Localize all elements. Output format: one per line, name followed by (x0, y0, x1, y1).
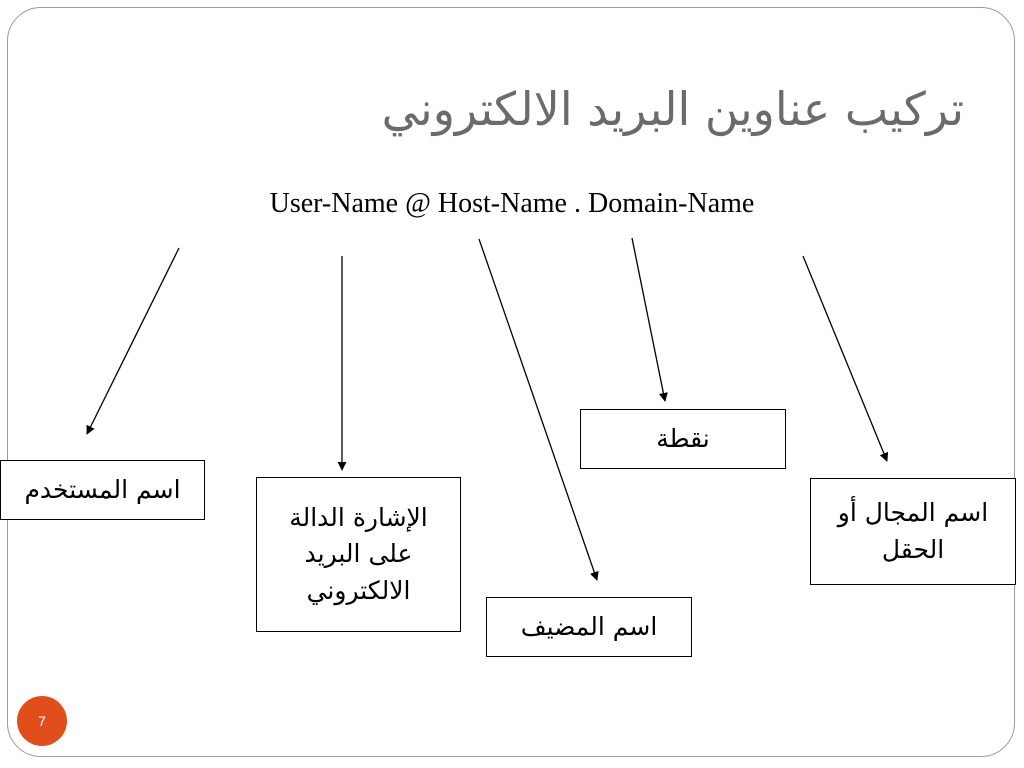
label-at-sign: الإشارة الدالة على البريد الالكتروني (289, 503, 428, 605)
arrow-to-username (86, 247, 180, 435)
slide-title: تركيب عناوين البريد الالكتروني (381, 82, 964, 136)
label-box-at-sign: الإشارة الدالة على البريد الالكتروني (256, 477, 461, 632)
label-domain: اسم المجال أو الحقل (837, 498, 989, 564)
label-box-username: اسم المستخدم (0, 460, 205, 520)
label-username: اسم المستخدم (24, 474, 181, 504)
label-box-host: اسم المضيف (486, 597, 692, 657)
label-box-dot: نقطة (580, 409, 786, 469)
label-host: اسم المضيف (520, 611, 658, 641)
arrow-to-host (478, 238, 599, 581)
arrow-to-domain (802, 255, 889, 462)
arrow-to-dot (631, 237, 668, 402)
page-number: 7 (38, 713, 46, 729)
label-dot: نقطة (656, 423, 710, 453)
label-box-domain: اسم المجال أو الحقل (810, 478, 1016, 585)
email-address-formula: User-Name @ Host-Name . Domain-Name (269, 188, 755, 219)
page-number-badge: 7 (17, 696, 67, 746)
